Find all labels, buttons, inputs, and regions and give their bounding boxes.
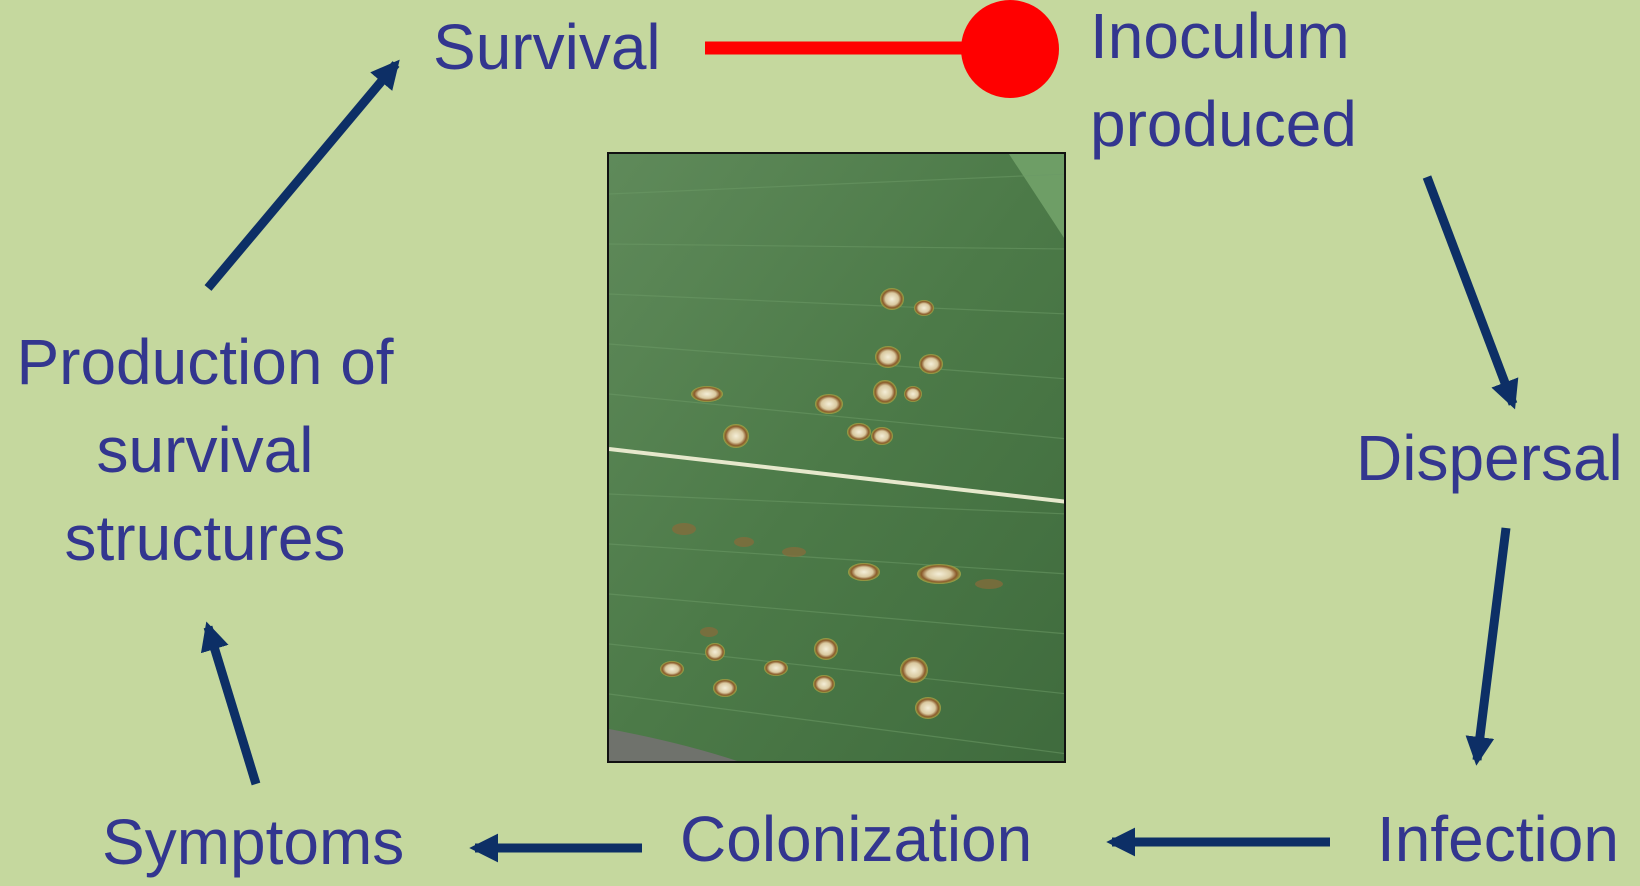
arrow-inoculum-to-dispersal bbox=[1427, 177, 1513, 404]
arrow-production-to-survival bbox=[208, 64, 396, 288]
node-dispersal-text: Dispersal bbox=[1356, 414, 1623, 502]
node-symptoms-text: Symptoms bbox=[102, 798, 404, 886]
node-production-line2: survival bbox=[0, 406, 410, 494]
link-end-dot bbox=[961, 0, 1059, 98]
node-survival-text: Survival bbox=[433, 3, 661, 91]
node-survival: Survival bbox=[433, 3, 661, 91]
arrow-symptoms-to-production bbox=[208, 627, 256, 784]
node-production-of-survival-structures: Production of survival structures bbox=[0, 318, 410, 582]
node-colonization-text: Colonization bbox=[680, 795, 1032, 883]
node-colonization: Colonization bbox=[680, 795, 1032, 883]
node-symptoms: Symptoms bbox=[102, 798, 404, 886]
arrow-dispersal-to-infection bbox=[1477, 528, 1506, 760]
leaf-image bbox=[609, 154, 1066, 763]
node-production-line3: structures bbox=[0, 494, 410, 582]
node-dispersal: Dispersal bbox=[1356, 414, 1623, 502]
node-inoculum-line2: produced bbox=[1090, 80, 1357, 168]
node-infection-text: Infection bbox=[1377, 795, 1619, 883]
node-infection: Infection bbox=[1377, 795, 1619, 883]
leaf-lesion-photo bbox=[607, 152, 1066, 763]
node-production-line1: Production of bbox=[0, 318, 410, 406]
node-inoculum-line1: Inoculum bbox=[1090, 0, 1357, 80]
node-inoculum-produced: Inoculum produced bbox=[1090, 0, 1357, 168]
